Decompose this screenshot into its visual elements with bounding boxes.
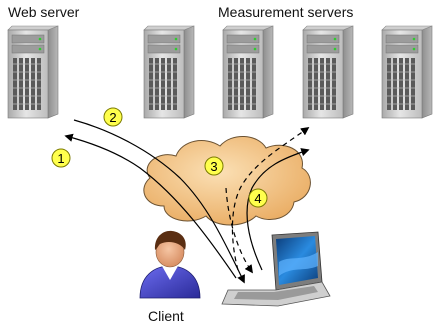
step-marker-2: 2: [103, 107, 123, 127]
network-cloud-icon: [143, 136, 311, 226]
measurement-server-icon-1: [143, 25, 195, 119]
measurement-server-icon-2: [222, 25, 274, 119]
web-server-icon: [7, 25, 59, 119]
measurement-arrow-dashed-down: [225, 187, 253, 274]
svg-text:2: 2: [109, 110, 116, 125]
step-marker-1: 1: [51, 148, 71, 168]
client-label: Client: [148, 308, 184, 324]
svg-text:1: 1: [57, 151, 64, 166]
measurement-servers-label: Measurement servers: [218, 4, 354, 20]
laptop-icon: [221, 231, 331, 307]
measurement-server-icon-4: [381, 25, 433, 119]
request-arrow-1: [64, 133, 237, 279]
person-icon: [139, 230, 201, 299]
svg-text:4: 4: [254, 191, 261, 206]
step-marker-4: 4: [248, 188, 268, 208]
measurement-server-icon-3: [302, 25, 354, 119]
response-arrow-2: [73, 119, 245, 284]
measurement-arrow-solid: [246, 148, 310, 271]
svg-text:3: 3: [210, 159, 217, 174]
step-marker-3: 3: [204, 156, 224, 176]
web-server-label: Web server: [8, 4, 80, 20]
measurement-arrow-dashed-up: [231, 127, 310, 271]
